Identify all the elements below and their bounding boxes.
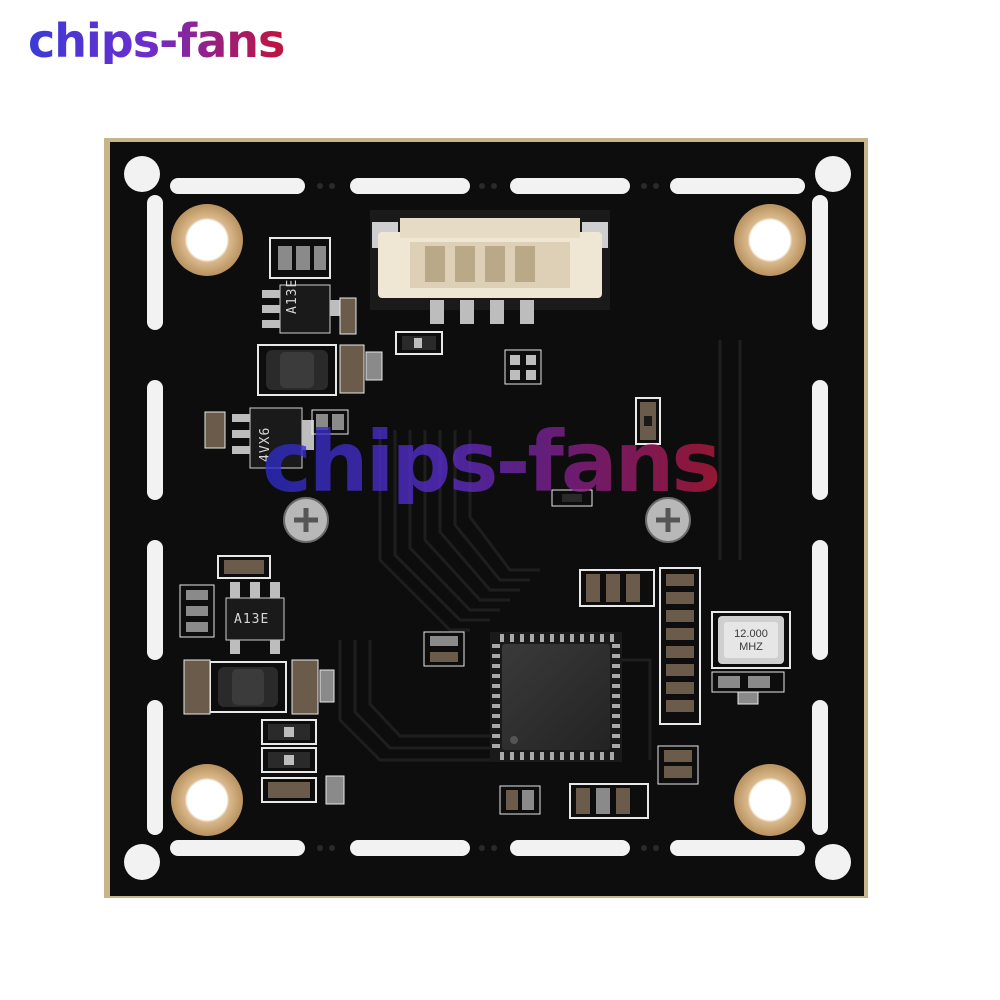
crystal-unit: MHZ bbox=[739, 641, 763, 653]
brand-logo: chips-fans bbox=[28, 14, 285, 68]
regulator-bottom-label: A13E bbox=[234, 612, 270, 627]
smd-components bbox=[179, 237, 791, 819]
regulator-top-label: A13E bbox=[285, 278, 300, 314]
frame-dots bbox=[317, 183, 659, 851]
pcb-traces bbox=[338, 340, 742, 762]
watermark-logo: chips-fans bbox=[262, 413, 721, 511]
connector-header bbox=[370, 210, 610, 324]
screws bbox=[283, 497, 691, 543]
mounting-holes bbox=[171, 204, 806, 836]
crystal-frequency: 12.000 bbox=[734, 628, 768, 640]
silkscreen-frame bbox=[124, 156, 851, 880]
main-processor-chip bbox=[490, 632, 622, 762]
